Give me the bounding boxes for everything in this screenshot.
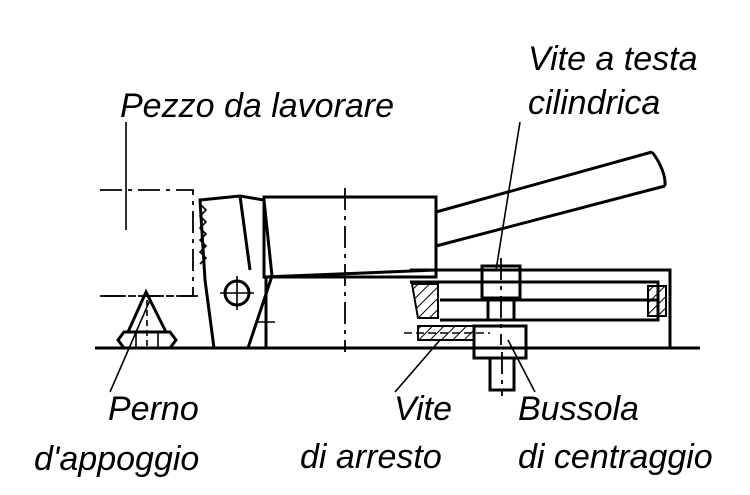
cap-screw [480,258,522,345]
label-workpiece: Pezzo da lavorare [120,87,394,125]
label-cap-screw-2: cilindrica [528,84,660,122]
label-support-pin-1: Perno [108,390,199,428]
label-bushing-2: di centraggio [518,438,713,476]
label-bushing-1: Bussola [518,390,639,428]
clamp-jaw [198,194,275,350]
centering-bushing [472,324,528,396]
leader-lines [109,121,536,393]
lever-handle [435,150,667,248]
support-pin [116,288,178,350]
label-set-screw-2: di arresto [300,438,442,476]
label-cap-screw-1: Vite a testa [528,40,698,78]
label-set-screw-1: Vite [394,390,452,428]
workpiece-outline [100,189,200,297]
base-plate [410,268,672,350]
set-screw [404,325,490,341]
label-support-pin-2: d'appoggio [34,440,199,478]
clamp-body [262,188,438,352]
